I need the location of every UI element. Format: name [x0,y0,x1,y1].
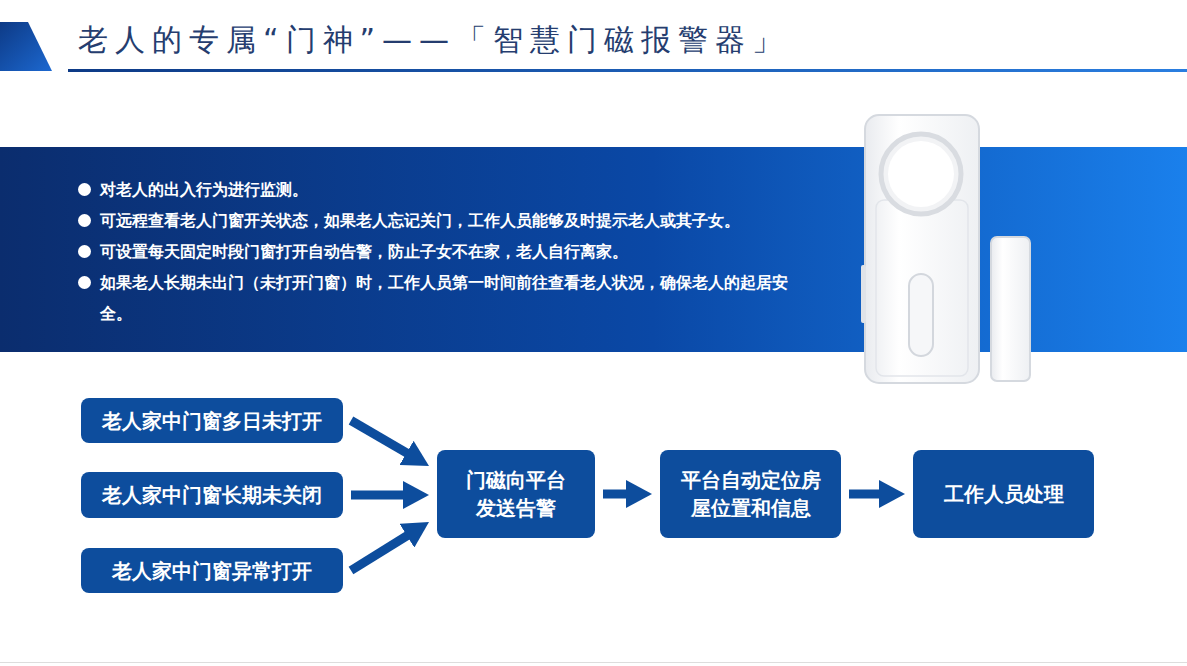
bullet-row: 可设置每天固定时段门窗打开自动告警，防止子女不在家，老人自行离家。 [78,236,800,267]
page-title: 老人的专属“门神”——「智慧门磁报警器」 [78,18,789,62]
flow-arrow [351,491,409,500]
box-label: 老人家中门窗长期未关闭 [102,481,322,509]
process-box: 老人家中门窗异常打开 [81,548,343,593]
box-label: 老人家中门窗异常打开 [112,557,312,585]
process-box: 门磁向平台发送告警 [437,450,595,538]
bullet-text: 对老人的出入行为进行监测。 [100,174,308,205]
footer-rule [0,662,1187,663]
bullet-text: 可远程查看老人门窗开关状态，如果老人忘记关门，工作人员能够及时提示老人或其子女。 [100,205,740,236]
bullet-dot [78,183,91,196]
process-box: 工作人员处理 [913,450,1094,538]
process-box: 老人家中门窗多日未打开 [81,398,343,443]
flow-arrow [351,533,412,571]
process-box: 平台自动定位房屋位置和信息 [660,450,841,538]
title-tab [0,22,52,71]
box-label: 老人家中门窗多日未打开 [102,407,322,435]
box-label: 平台自动定位房屋位置和信息 [680,466,821,522]
process-box: 老人家中门窗长期未关闭 [81,472,343,518]
flow-arrow [603,490,632,499]
title-rule [68,69,1187,72]
box-label: 门磁向平台发送告警 [457,466,575,522]
flow-arrow [849,490,885,499]
bullet-text: 可设置每天固定时段门窗打开自动告警，防止子女不在家，老人自行离家。 [100,236,628,267]
box-label: 工作人员处理 [944,480,1064,508]
bullet-row: 对老人的出入行为进行监测。 [78,174,800,205]
door-sensor-illustration [861,115,1030,383]
bullet-row: 如果老人长期未出门（未打开门窗）时，工作人员第一时间前往查看老人状况，确保老人的… [78,267,800,329]
bullet-text: 如果老人长期未出门（未打开门窗）时，工作人员第一时间前往查看老人状况，确保老人的… [100,267,800,329]
feature-band: 对老人的出入行为进行监测。可远程查看老人门窗开关状态，如果老人忘记关门，工作人员… [0,147,1187,352]
bullet-row: 可远程查看老人门窗开关状态，如果老人忘记关门，工作人员能够及时提示老人或其子女。 [78,205,800,236]
bullet-dot [78,214,91,227]
flow-arrow [351,421,412,456]
bullet-dot [78,245,91,258]
bullet-dot [78,276,91,289]
